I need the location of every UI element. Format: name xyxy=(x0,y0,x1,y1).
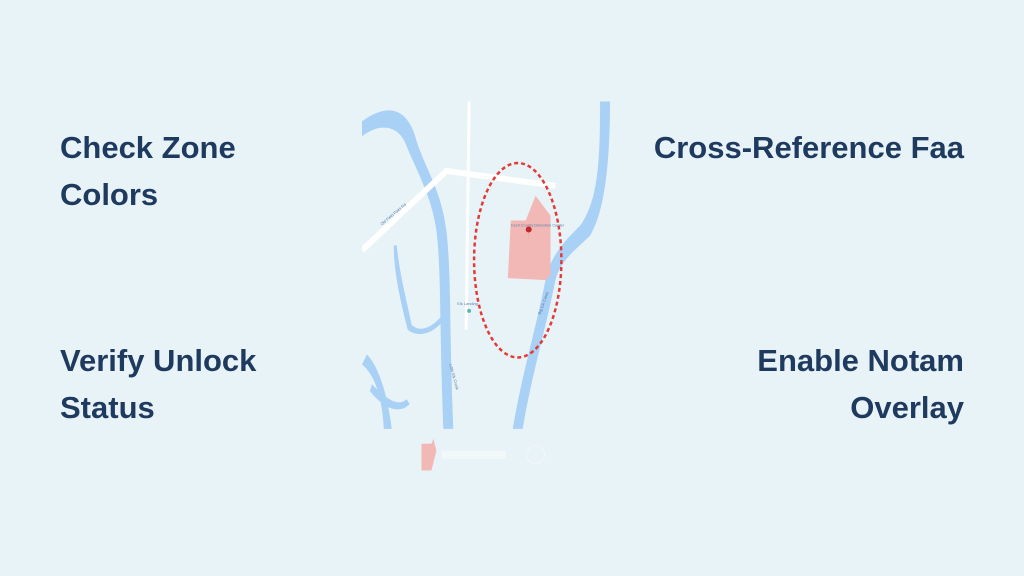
creek-tributary xyxy=(393,245,447,335)
legend-bar xyxy=(441,450,506,459)
landing-marker-icon xyxy=(467,308,472,313)
road-north-south xyxy=(464,101,471,330)
tip-line: Cross-Reference Faa xyxy=(653,130,964,165)
map-label-creek-west: Little Elk Creek xyxy=(448,363,460,390)
map-label-facility: Cecil County Detention Center xyxy=(511,223,565,228)
creek-west xyxy=(362,110,454,429)
tip-verify-unlock-status: Verify Unlock Status xyxy=(60,337,256,431)
tip-enable-notam-overlay: Enable Notam Overlay xyxy=(757,337,964,431)
legend-zone-swatch xyxy=(421,438,437,471)
restricted-zone xyxy=(507,195,551,281)
legend-circle xyxy=(526,445,546,465)
tip-check-zone-colors: Check Zone Colors xyxy=(60,124,236,218)
airspace-map: Cecil County Detention Center Elk Landin… xyxy=(362,101,610,471)
road xyxy=(362,167,556,253)
creek-southwest xyxy=(362,354,410,429)
tip-line: Enable Notam xyxy=(757,343,964,378)
map-background xyxy=(362,101,610,429)
tip-cross-reference-faa: Cross-Reference Faa xyxy=(654,124,964,171)
map-label-landing: Elk Landing xyxy=(457,301,478,306)
location-pin-icon xyxy=(525,226,532,243)
tip-line: Status xyxy=(60,390,155,425)
tip-line: Overlay xyxy=(850,390,964,425)
tip-line: Check Zone xyxy=(60,130,236,165)
tip-line: Verify Unlock xyxy=(60,343,257,378)
tip-line: Colors xyxy=(60,177,159,212)
